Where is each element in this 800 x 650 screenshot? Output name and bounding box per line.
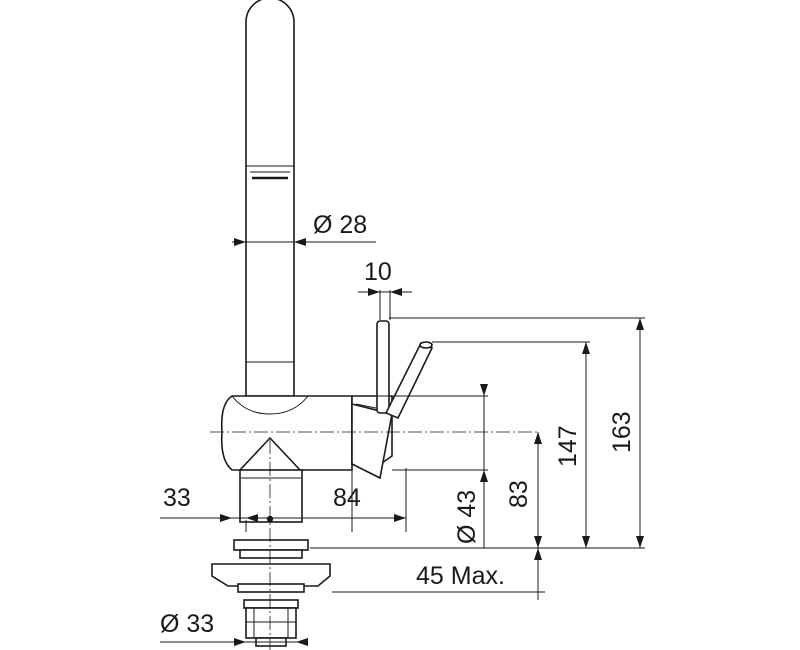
dim-base-diameter: Ø 43 xyxy=(453,490,481,544)
dim-shank-diameter: Ø 33 xyxy=(160,610,214,638)
dim-total-height: 163 xyxy=(608,411,636,453)
dim-deck-thickness: 45 Max. xyxy=(416,562,505,590)
lever-tilted xyxy=(384,341,434,420)
dim-lever-height: 147 xyxy=(554,425,582,467)
extension-lines xyxy=(245,290,645,549)
dim-reach: 84 xyxy=(333,484,361,512)
centerlines xyxy=(210,431,540,650)
lever-upright xyxy=(376,320,390,414)
mixer-body xyxy=(220,395,353,523)
dim-offset-left: 33 xyxy=(163,484,191,512)
dim-lever-width: 10 xyxy=(364,258,392,286)
dimension-lines xyxy=(160,238,644,646)
mounting-parts xyxy=(211,539,331,647)
dim-spout-diameter: Ø 28 xyxy=(313,211,367,239)
dim-body-height: 83 xyxy=(505,480,533,508)
spout xyxy=(245,0,295,397)
